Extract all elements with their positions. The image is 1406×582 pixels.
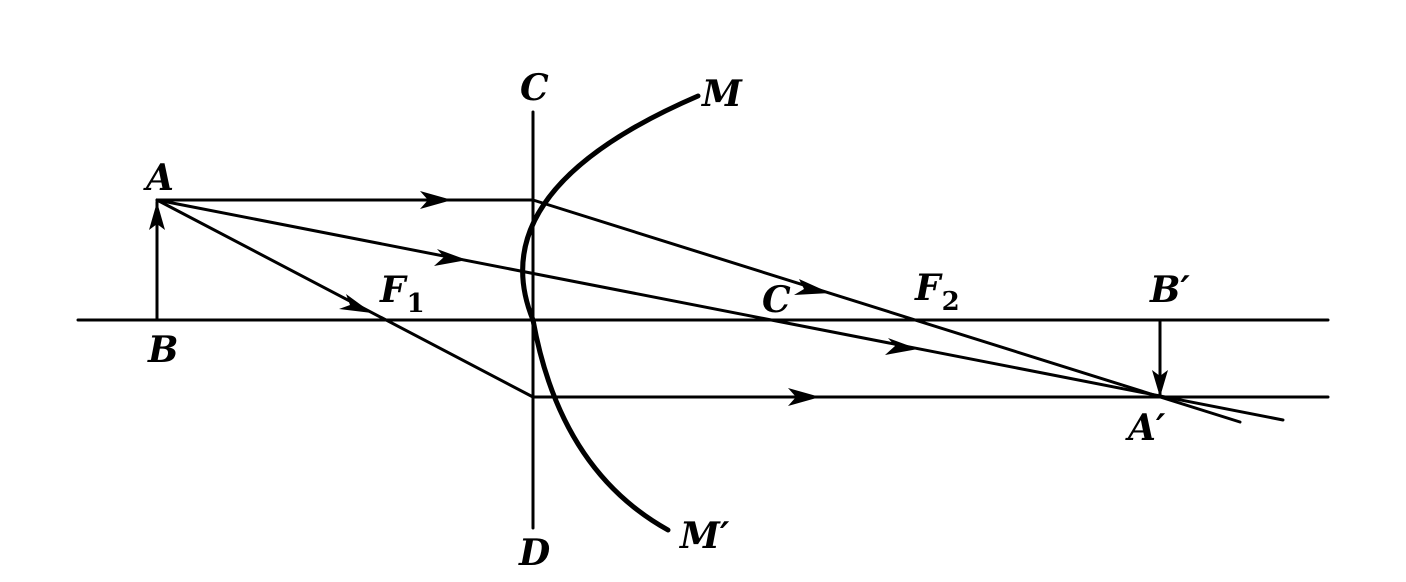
label-f1-subscript: 1 <box>407 289 425 319</box>
label-a: A <box>143 157 174 199</box>
ray-focal-arrowhead <box>339 294 372 313</box>
label-c-top: C <box>520 67 549 109</box>
ray-parallel-out-arrowhead <box>788 388 820 406</box>
ray-center-arrowhead-1 <box>434 249 467 266</box>
image-arrowhead <box>1152 370 1168 397</box>
object-arrowhead <box>149 202 165 230</box>
ray-refracted-arrowhead <box>794 279 830 295</box>
ray-center-arrowhead-2 <box>885 338 918 355</box>
label-c-center: C <box>762 279 791 321</box>
label-f1-letter: F <box>379 269 408 311</box>
label-b-prime: B′ <box>1149 269 1190 311</box>
label-f1: F1 <box>379 269 425 319</box>
ray-through-center <box>155 198 1285 422</box>
ray-parallel-arrowhead <box>420 191 452 209</box>
label-f2: F2 <box>914 267 960 317</box>
label-b: B <box>147 329 178 371</box>
label-a-prime: A′ <box>1125 407 1166 449</box>
label-f2-letter: F <box>914 267 943 309</box>
label-m: M <box>700 73 743 115</box>
label-d: D <box>518 532 550 574</box>
ray-focal-incident <box>155 198 535 399</box>
label-m-prime: M′ <box>678 515 730 557</box>
label-f2-subscript: 2 <box>942 287 960 317</box>
ray-parallel-refracted <box>531 198 1242 424</box>
lens-surface-mm <box>520 93 701 533</box>
